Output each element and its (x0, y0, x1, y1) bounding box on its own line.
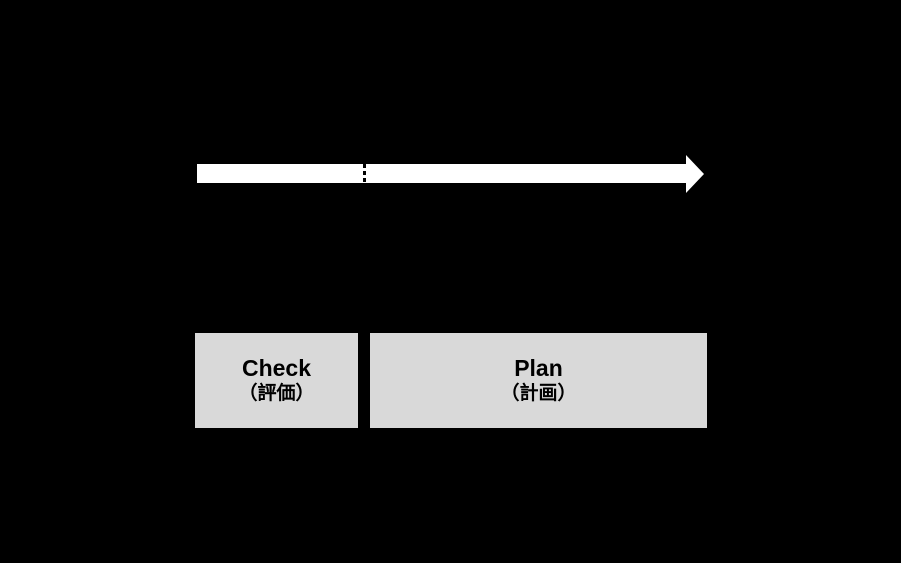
timeline-divider-dotted-line (363, 164, 366, 183)
stage-box-plan: Plan （計画） (370, 333, 707, 428)
stage-check-subtitle: （評価） (238, 382, 315, 404)
timeline-arrow-head (686, 155, 704, 193)
stage-box-check: Check （評価） (195, 333, 358, 428)
stage-check-title: Check (241, 354, 312, 381)
timeline-arrow-shaft (197, 164, 686, 183)
stage-plan-subtitle: （計画） (500, 382, 577, 404)
stage-plan-title: Plan (514, 354, 563, 381)
